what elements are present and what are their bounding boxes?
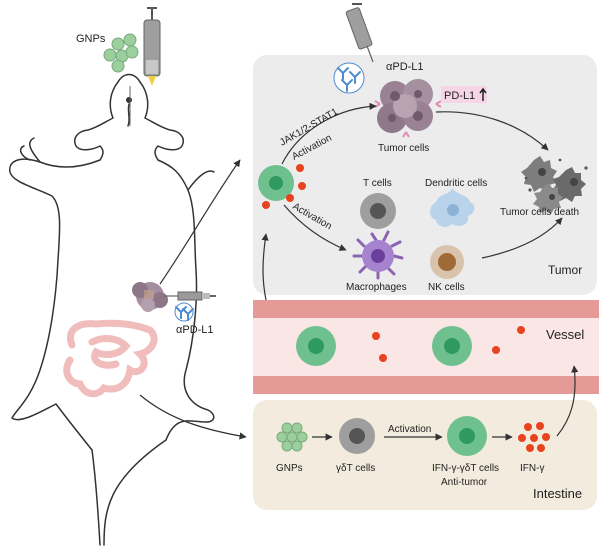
vessel-to-tumor-arrow <box>261 233 269 301</box>
tumor-cells-cluster <box>374 79 442 138</box>
immune-activation-arrow <box>283 204 347 251</box>
tumor-panel <box>253 55 597 295</box>
tumor-cells-label: Tumor cells <box>378 143 429 154</box>
pdl1-badge <box>441 86 487 103</box>
intestine-activation-label: Activation <box>388 424 431 435</box>
antibody-bubble-icon <box>333 62 365 94</box>
anti-tumor-label: Anti-tumor <box>441 477 488 488</box>
intestine-gnps-label: GNPs <box>276 463 303 474</box>
activated-gdt-cell <box>258 164 306 209</box>
t-cell <box>360 193 396 229</box>
macrophages-label: Macrophages <box>346 282 407 293</box>
vessel-gdt-cell-1 <box>296 326 336 366</box>
intestine-panel-title: Intestine <box>533 486 582 501</box>
gnps-cluster-icon <box>103 33 139 73</box>
vessel-ifn-particles <box>372 326 525 362</box>
tumor-death-label: Tumor cells death <box>500 207 579 218</box>
tumor-treatment-label: αPD-L1 <box>386 61 424 73</box>
ifn-gamma-label: IFN-γ <box>520 463 544 474</box>
ifn-gamma-particles <box>518 422 550 452</box>
oral-syringe-icon <box>129 7 161 126</box>
vessel-panel-title: Vessel <box>546 327 584 342</box>
pdl1-up-arrow-icon <box>479 87 487 101</box>
mouse-antibody-icon <box>174 302 194 322</box>
dead-tumor-cells <box>521 156 588 214</box>
ifn-gdt-cell <box>447 416 487 456</box>
jak-activation-arrow <box>281 102 377 165</box>
tumor-panel-title: Tumor <box>548 263 582 277</box>
nk-to-death-arrow <box>481 217 563 259</box>
gdt-cell <box>339 418 375 454</box>
nk-cell <box>430 245 464 279</box>
intestine-to-vessel-arrow <box>556 365 579 437</box>
t-cells-label: T cells <box>363 178 392 189</box>
mouse-tumor <box>132 282 168 312</box>
nk-cells-label: NK cells <box>428 282 465 293</box>
mouse-gnps-label: GNPs <box>76 33 106 45</box>
dendritic-cells-label: Dendritic cells <box>425 178 487 189</box>
tumor-injection-syringe-icon <box>164 291 216 301</box>
macrophage <box>352 230 404 280</box>
mouse-intestine <box>63 319 158 398</box>
tumor-syringe-icon <box>345 3 374 63</box>
mouse-treatment-label: αPD-L1 <box>176 324 214 336</box>
mouse <box>9 73 215 546</box>
vessel-gdt-cell-2 <box>432 326 472 366</box>
intestine-connector-arrow <box>139 394 247 440</box>
dendritic-cell <box>430 188 475 227</box>
intestine-gnps-icon <box>276 422 308 452</box>
intestine-panel <box>253 400 597 510</box>
ifn-gdt-cells-label: IFN-γ-γδT cells <box>432 463 499 474</box>
pdl1-label: PD-L1 <box>444 90 475 102</box>
tumor-to-death-arrow <box>435 111 549 151</box>
tumor-connector-arrow <box>159 159 241 285</box>
gdt-cells-label: γδT cells <box>336 463 375 474</box>
